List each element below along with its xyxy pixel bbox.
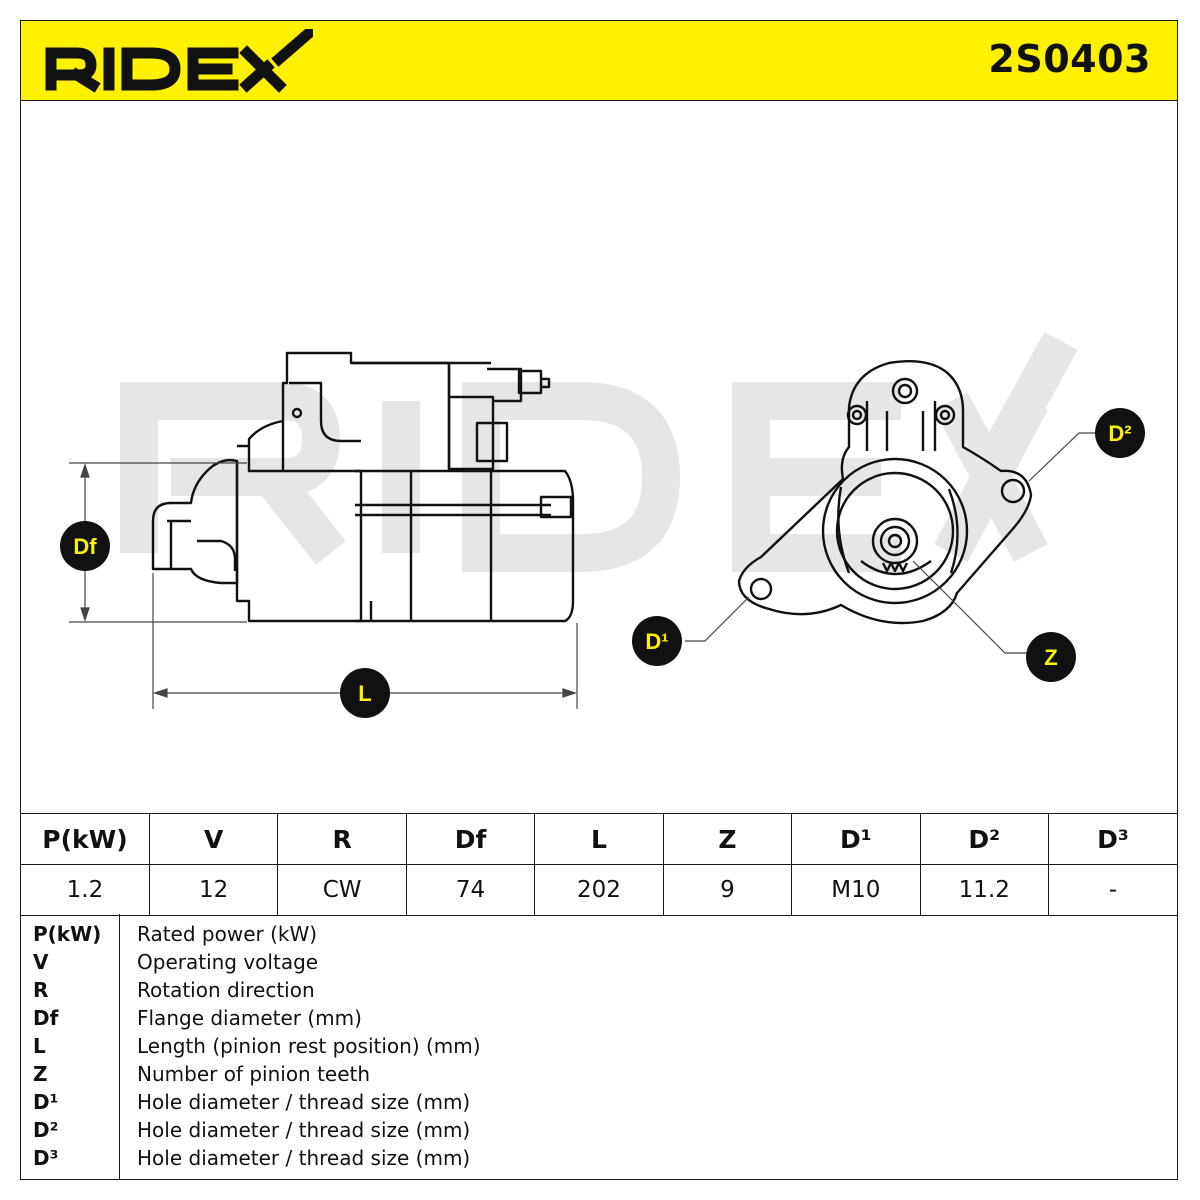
spec-value-cell: -	[1048, 864, 1177, 916]
spec-value-cell: M10	[791, 864, 921, 916]
legend-description: Flange diameter (mm)	[137, 1006, 362, 1030]
legend-description: Length (pinion rest position) (mm)	[137, 1034, 481, 1058]
part-number: 2S0403	[988, 37, 1151, 81]
legend-key: D³	[33, 1146, 59, 1170]
technical-drawing: Df L D² D¹ Z	[21, 101, 1177, 813]
spec-value-cell: 202	[534, 864, 664, 916]
leader-lines	[685, 432, 1097, 654]
legend-key: R	[33, 978, 49, 1002]
legend-key: Df	[33, 1006, 59, 1030]
l-badge-label: L	[358, 681, 371, 706]
product-sheet: 2S0403	[20, 20, 1178, 1180]
legend-row: D² Hole diameter / thread size (mm)	[21, 1118, 1177, 1146]
spec-header-cell: P(kW)	[21, 813, 150, 865]
brand-logo	[43, 29, 313, 93]
legend-description: Rated power (kW)	[137, 922, 318, 946]
legend-description: Rotation direction	[137, 978, 315, 1002]
legend-row: D³ Hole diameter / thread size (mm)	[21, 1146, 1177, 1174]
starter-front-view	[737, 360, 1033, 625]
z-badge-circle	[1026, 632, 1076, 682]
legend-divider	[119, 914, 120, 1179]
spec-value-cell: 11.2	[919, 864, 1050, 916]
spec-header-cell: L	[534, 813, 664, 865]
spec-header-cell: V	[148, 813, 279, 865]
d1-badge-circle	[632, 616, 682, 666]
legend-row: V Operating voltage	[21, 950, 1177, 978]
watermark-logo	[120, 331, 1078, 572]
callout-d1: D¹	[632, 616, 682, 666]
callout-d2: D²	[1095, 408, 1145, 458]
legend-key: D¹	[33, 1090, 59, 1114]
df-badge-label: Df	[73, 534, 97, 559]
spec-header-cell: D²	[919, 813, 1050, 865]
df-badge-circle	[60, 521, 110, 571]
starter-side-view	[151, 351, 575, 623]
header-bar: 2S0403	[21, 21, 1177, 101]
legend-description: Operating voltage	[137, 950, 319, 974]
spec-value-cell: CW	[277, 864, 407, 916]
legend-key: Z	[33, 1062, 48, 1086]
legend-description: Hole diameter / thread size (mm)	[137, 1118, 471, 1142]
legend-row: Df Flange diameter (mm)	[21, 1006, 1177, 1034]
spec-header-cell: Z	[662, 813, 793, 865]
legend-key: L	[33, 1034, 46, 1058]
spec-header-cell: D¹	[791, 813, 921, 865]
starter-motor-drawing: Df L D² D¹ Z	[60, 331, 1145, 718]
callout-df: Df	[60, 521, 110, 571]
legend-row: L Length (pinion rest position) (mm)	[21, 1034, 1177, 1062]
legend-key: P(kW)	[33, 922, 102, 946]
callout-z: Z	[1026, 632, 1076, 682]
spec-value-cell: 74	[405, 864, 536, 916]
legend-description: Hole diameter / thread size (mm)	[137, 1090, 471, 1114]
ridex-logo-graphic	[45, 29, 313, 93]
legend-key: V	[33, 950, 49, 974]
spec-header-row: P(kW) V R Df L Z D¹ D² D³	[21, 813, 1177, 865]
spec-header-cell: Df	[405, 813, 536, 865]
d2-badge-label: D²	[1108, 421, 1131, 446]
legend-row: R Rotation direction	[21, 978, 1177, 1006]
legend-description: Number of pinion teeth	[137, 1062, 371, 1086]
spec-value-row: 1.2 12 CW 74 202 9 M10 11.2 -	[21, 864, 1177, 916]
spec-value-cell: 1.2	[21, 864, 150, 916]
spec-value-cell: 9	[662, 864, 793, 916]
legend-description: Hole diameter / thread size (mm)	[137, 1146, 471, 1170]
spec-value-cell: 12	[148, 864, 279, 916]
legend-key: D²	[33, 1118, 59, 1142]
spec-header-cell: D³	[1048, 813, 1177, 865]
z-badge-label: Z	[1044, 645, 1057, 670]
spec-table: P(kW) V R Df L Z D¹ D² D³ 1.2 12 CW 74 2…	[21, 813, 1177, 916]
d1-badge-label: D¹	[645, 629, 668, 654]
legend-row: D¹ Hole diameter / thread size (mm)	[21, 1090, 1177, 1118]
l-badge-circle	[340, 668, 390, 718]
legend-row: P(kW) Rated power (kW)	[21, 922, 1177, 950]
d2-badge-circle	[1095, 408, 1145, 458]
legend-row: Z Number of pinion teeth	[21, 1062, 1177, 1090]
callout-l: L	[340, 668, 390, 718]
legend: P(kW) Rated power (kW) V Operating volta…	[21, 914, 1177, 1179]
spec-header-cell: R	[277, 813, 407, 865]
